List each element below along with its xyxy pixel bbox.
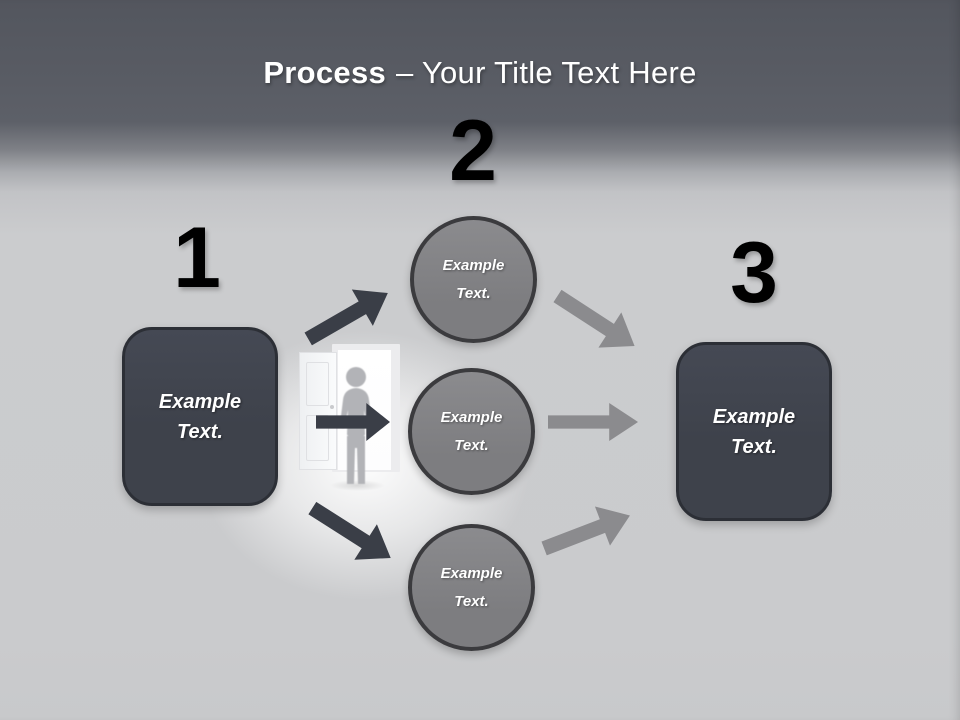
process-box-3: Example Text. xyxy=(676,342,832,521)
slide-title: Process– Your Title Text Here xyxy=(0,57,960,88)
process-box-1-label: Example Text. xyxy=(158,390,242,443)
open-door-leaf xyxy=(299,352,337,470)
process-circle-2-label: Example Text. xyxy=(440,408,503,454)
process-circle-1-label: Example Text. xyxy=(442,256,505,302)
arrow-circle1-to-box3-icon xyxy=(546,278,646,363)
arrow-circle2-to-box3-icon xyxy=(548,403,638,441)
arrow-box1-to-circle1-icon xyxy=(298,275,399,357)
step-number-1: 1 xyxy=(173,210,221,306)
door-knob xyxy=(330,405,334,409)
arrow-circle3-to-box3-icon xyxy=(537,496,638,568)
process-box-3-label: Example Text. xyxy=(712,405,796,458)
process-circle-3-label: Example Text. xyxy=(440,564,503,610)
title-emphasis: Process xyxy=(263,55,387,90)
process-circle-3: Example Text. xyxy=(408,524,535,651)
step-number-3: 3 xyxy=(730,225,778,321)
title-rest: – Your Title Text Here xyxy=(395,55,697,90)
process-box-1: Example Text. xyxy=(122,327,278,506)
step-number-2: 2 xyxy=(449,103,497,199)
process-circle-1: Example Text. xyxy=(410,216,537,343)
arrow-box1-to-circle3-icon xyxy=(301,490,402,575)
person-floor-shadow xyxy=(330,480,385,491)
door-panel xyxy=(306,362,329,406)
arrow-box1-to-circle2-icon xyxy=(316,403,390,441)
process-circle-2: Example Text. xyxy=(408,368,535,495)
